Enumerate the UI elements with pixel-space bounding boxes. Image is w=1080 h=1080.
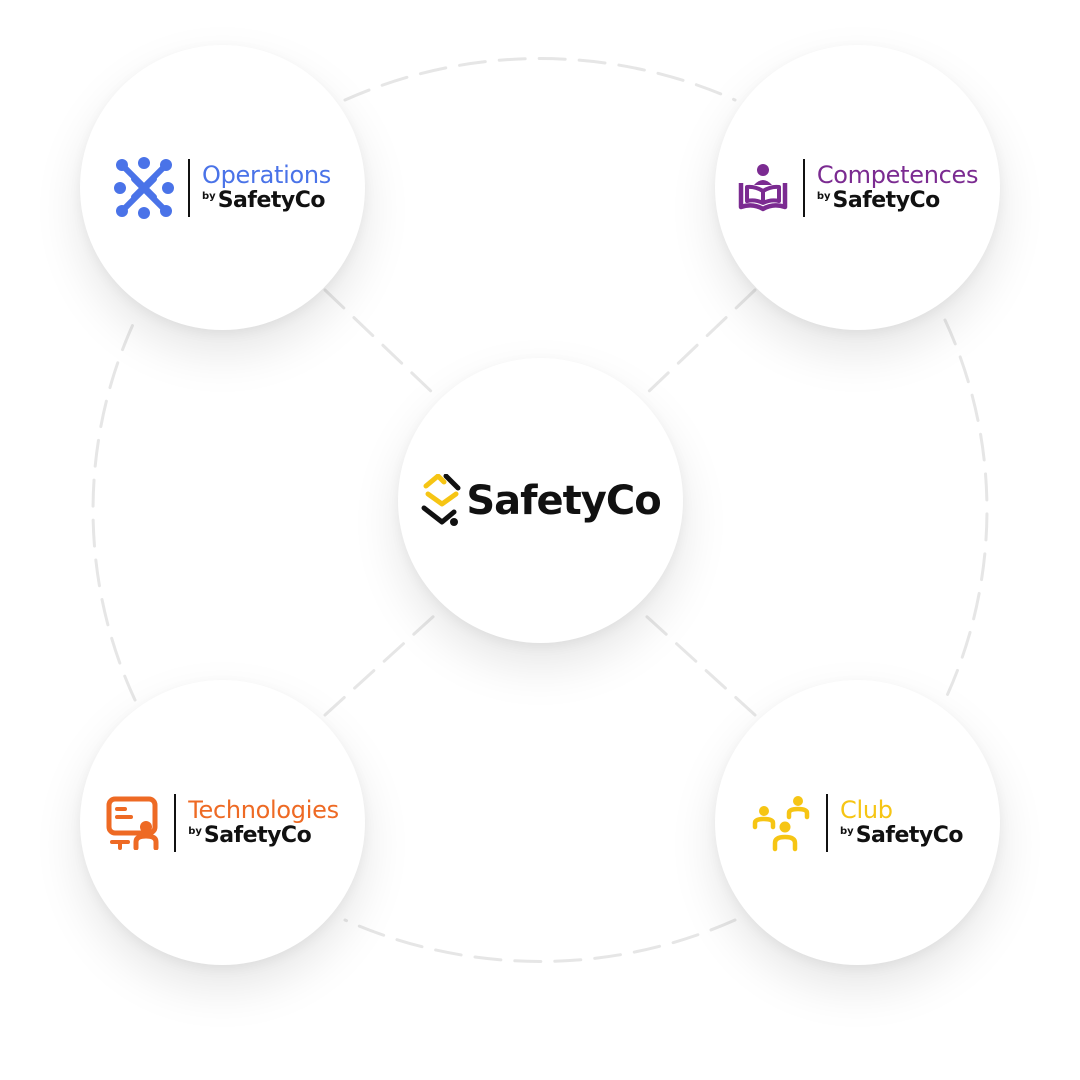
by-label: by xyxy=(188,826,202,837)
presentation-screen-icon xyxy=(106,796,160,850)
operations-logo: Operations by SafetyCo xyxy=(80,45,365,330)
spoke-operations xyxy=(323,288,437,397)
spoke-competences xyxy=(643,288,757,397)
company-name: SafetyCo xyxy=(217,188,326,213)
spoke-club xyxy=(643,613,757,717)
product-name: Technologies xyxy=(188,796,339,824)
company-name: SafetyCo xyxy=(855,823,964,848)
node-technologies: Technologies by SafetyCo xyxy=(80,680,365,965)
product-name: Club xyxy=(840,796,893,824)
logo-separator xyxy=(826,793,828,852)
product-name: Competences xyxy=(816,161,979,189)
node-club: Club by SafetyCo xyxy=(715,680,1000,965)
center-brand-name: SafetyCo xyxy=(466,477,661,524)
people-group-icon xyxy=(752,793,812,853)
spoke-technologies xyxy=(323,613,437,717)
node-competences: Competences by SafetyCo xyxy=(715,45,1000,330)
node-center-safetyco: SafetyCo xyxy=(398,358,683,643)
outer-dashed-ring xyxy=(91,57,989,963)
operations-network-icon xyxy=(114,156,175,219)
company-name: SafetyCo xyxy=(832,188,941,213)
company-name: SafetyCo xyxy=(203,823,312,848)
safetyco-logo-icon xyxy=(420,473,462,528)
logo-separator xyxy=(174,793,177,852)
logo-separator xyxy=(802,158,805,217)
logo-separator xyxy=(188,158,191,217)
by-label: by xyxy=(202,191,216,202)
product-name: Operations xyxy=(202,161,331,189)
reading-book-icon xyxy=(737,163,789,213)
club-logo: Club by SafetyCo xyxy=(715,680,1000,965)
technologies-logo: Technologies by SafetyCo xyxy=(80,680,365,965)
node-operations: Operations by SafetyCo xyxy=(80,45,365,330)
by-label: by xyxy=(840,826,854,837)
safetyco-main-logo: SafetyCo xyxy=(398,358,683,643)
by-label: by xyxy=(816,191,831,202)
competences-logo: Competences by SafetyCo xyxy=(715,45,1000,330)
